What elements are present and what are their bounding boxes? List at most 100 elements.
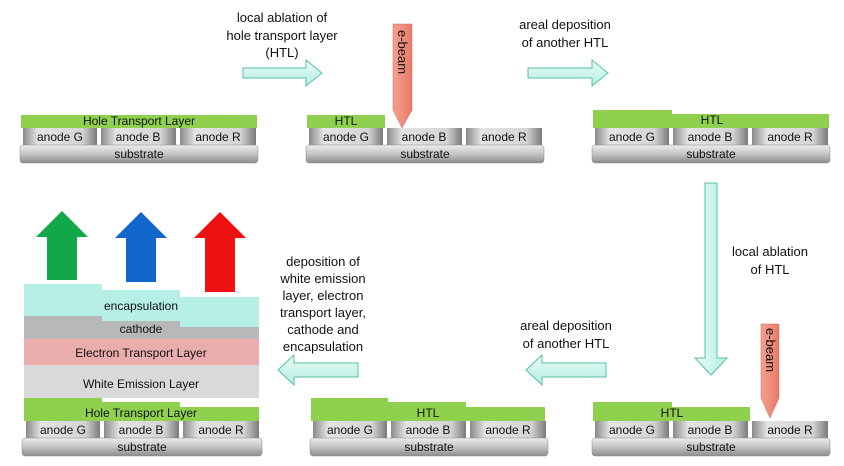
process-arrow-5 — [277, 353, 359, 387]
substrate — [19, 144, 259, 164]
anode-b — [387, 128, 462, 145]
substrate-label: substrate — [117, 440, 167, 454]
substrate — [309, 437, 549, 457]
panel-first-ablation: HTL anode G anode B anode R substrate — [305, 114, 545, 164]
anode-g-label: anode G — [327, 423, 373, 437]
hole-transport-layer-label: Hole Transport Layer — [85, 406, 197, 420]
anode-b-label: anode B — [688, 130, 733, 144]
anode-r — [466, 128, 542, 145]
anode-r — [752, 128, 828, 145]
anode-r-label: anode R — [767, 130, 813, 144]
e-beam-2: e-beam — [760, 323, 780, 419]
anode-g — [26, 421, 100, 438]
white-emission-layer — [24, 365, 259, 398]
substrate — [591, 144, 831, 164]
anode-b-label: anode B — [402, 130, 447, 144]
substrate-label: substrate — [400, 147, 450, 161]
step2-caption-line1: areal deposition — [519, 17, 611, 32]
panel-third-htl: HTL anode G anode B anode R substrate — [309, 398, 549, 457]
anode-b — [673, 128, 748, 145]
anode-r-label: anode R — [195, 130, 241, 144]
electron-transport-layer — [24, 339, 259, 365]
step1-caption-line2: hole transport layer — [226, 28, 338, 43]
step3-caption-line1: local ablation — [732, 244, 808, 259]
step5-caption-line1: deposition of — [286, 254, 360, 269]
step5-caption-line6: encapsulation — [283, 339, 363, 354]
htl-label: HTL — [335, 114, 358, 128]
anode-r-label: anode R — [198, 423, 244, 437]
anode-g — [313, 421, 387, 438]
htl-label: HTL — [417, 406, 440, 420]
htl-layer — [307, 115, 385, 128]
step1-caption-line1: local ablation of — [237, 10, 328, 25]
encapsulation-label: encapsulation — [104, 299, 178, 313]
step2-caption-line2: of another HTL — [522, 35, 609, 50]
electron-transport-label: Electron Transport Layer — [75, 346, 206, 360]
htl-layer — [24, 398, 259, 421]
step5-caption-line4: transport layer, — [280, 305, 366, 320]
substrate-label: substrate — [686, 147, 736, 161]
encapsulation-layer — [24, 284, 259, 316]
green-light-arrow — [36, 211, 88, 280]
process-arrow-4 — [525, 353, 607, 387]
anode-b-label: anode B — [119, 423, 164, 437]
anode-r — [470, 421, 546, 438]
process-arrow-2 — [527, 58, 609, 88]
anode-b-label: anode B — [406, 423, 451, 437]
panel-second-htl: HTL anode G anode B anode R substrate — [591, 110, 831, 164]
cathode-layer — [24, 316, 259, 339]
anode-g — [595, 128, 669, 145]
anode-g-label: anode G — [609, 130, 655, 144]
anode-r-label: anode R — [485, 423, 531, 437]
step3-caption-line2: of HTL — [750, 262, 789, 277]
substrate-label: substrate — [404, 440, 454, 454]
substrate — [591, 437, 831, 457]
step5-caption-line5: cathode and — [287, 322, 359, 337]
substrate-label: substrate — [114, 147, 164, 161]
step5-caption-line3: layer, electron — [283, 288, 364, 303]
hole-transport-layer-label: Hole Transport Layer — [83, 114, 195, 128]
panel-initial-stack: Hole Transport Layer anode G anode B ano… — [19, 114, 259, 164]
substrate — [21, 437, 263, 457]
anode-g-label: anode G — [609, 423, 655, 437]
htl-layer — [593, 402, 750, 421]
e-beam-label: e-beam — [395, 30, 410, 74]
anode-g — [595, 421, 669, 438]
anode-r — [752, 421, 828, 438]
substrate-label: substrate — [686, 440, 736, 454]
step5-caption-line2: white emission — [279, 271, 365, 286]
anode-r — [180, 128, 256, 145]
step4-caption-line1: areal deposition — [520, 318, 612, 333]
step4-caption-line2: of another HTL — [523, 336, 610, 351]
anode-b — [391, 421, 466, 438]
process-arrow-3 — [693, 182, 729, 376]
anode-g-label: anode G — [40, 423, 86, 437]
anode-b — [104, 421, 179, 438]
cathode-label: cathode — [120, 322, 163, 336]
blue-light-arrow — [115, 212, 167, 282]
anode-r — [183, 421, 259, 438]
anode-b — [673, 421, 748, 438]
anode-b-label: anode B — [116, 130, 161, 144]
anode-b-label: anode B — [688, 423, 733, 437]
anode-r-label: anode R — [481, 130, 527, 144]
e-beam-label: e-beam — [763, 328, 778, 372]
htl-label: HTL — [701, 113, 724, 127]
htl-layer — [593, 110, 829, 128]
htl-layer — [311, 398, 545, 421]
e-beam-1: e-beam — [392, 23, 413, 129]
anode-g — [23, 128, 97, 145]
panel-final-device: encapsulation cathode Electron Transport… — [21, 211, 263, 457]
substrate — [305, 144, 545, 164]
anode-g-label: anode G — [37, 130, 83, 144]
anode-r-label: anode R — [767, 423, 813, 437]
anode-b — [101, 128, 176, 145]
process-arrow-1 — [242, 58, 323, 88]
red-light-arrow — [194, 212, 246, 292]
htl-layer — [21, 115, 257, 128]
white-emission-label: White Emission Layer — [83, 377, 199, 391]
panel-second-ablation: HTL anode G anode B anode R substrate — [591, 402, 831, 457]
step1-caption-line3: (HTL) — [265, 45, 298, 60]
anode-g — [309, 128, 383, 145]
